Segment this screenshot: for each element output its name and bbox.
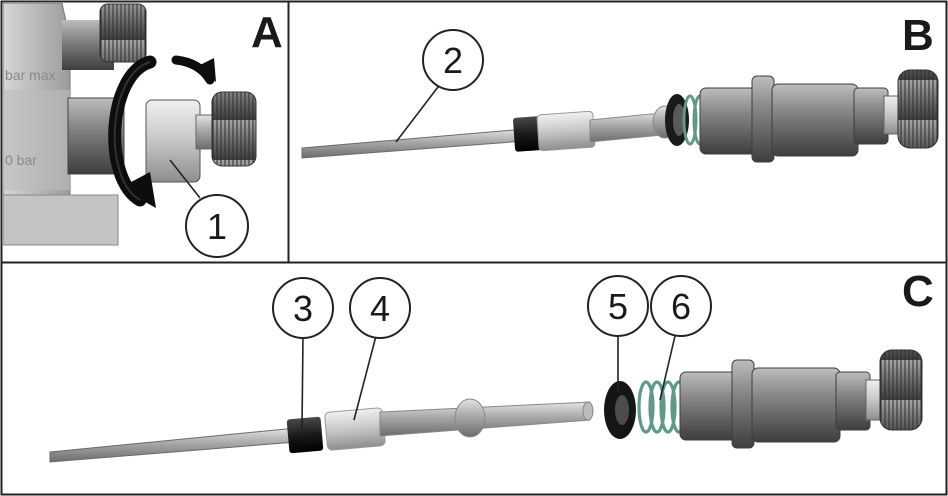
rod-2 [301,128,526,159]
callout-4-label: 4 [370,288,390,329]
shaft-end-c [582,401,594,421]
callout-5-circle [587,275,649,337]
upper-knob [99,3,147,63]
callout-1-label: 1 [207,206,227,247]
lower-nut [145,99,201,183]
panel-c-letter: C [902,267,934,316]
panel-a: bar max 0 bar 1 A [3,3,283,258]
seal-ring-5-hole [615,395,629,425]
callout-6-circle [650,275,712,337]
housing-lower [3,194,119,246]
callout-4-circle [349,277,411,339]
spring-6 [637,380,688,434]
callout-5-label: 5 [608,286,628,327]
housing-step [3,90,70,190]
knob-c [879,349,923,431]
panel-c: 3 4 5 6 C [49,267,934,463]
body-b-cap [853,87,889,145]
sleeve-b [536,110,596,152]
callout-3-label: 3 [293,288,313,329]
body-b-flange [751,75,775,163]
callout-1-circle [185,194,249,258]
knob-b [897,69,939,149]
engraving-bottom: 0 bar [5,152,37,168]
panel-a-letter: A [251,8,283,57]
leader-2 [395,86,439,143]
leader-3 [301,335,304,429]
body-c-flange [731,359,755,449]
rotate-arrow-icon [108,55,216,208]
leader-4 [353,335,377,421]
collar-3 [286,416,324,454]
panel-b: 2 B [301,11,939,163]
seal-ring-b-hole [673,104,685,136]
shaft-bulb-c [454,398,486,438]
engraving-top: bar max [5,67,56,83]
collar-black-b [513,116,541,152]
body-b-rear [771,83,859,157]
callout-2-circle [422,29,484,91]
callout-3-circle [272,277,334,339]
lower-knob [211,91,257,167]
body-c-rear [751,367,841,443]
panel-c-frame [0,261,948,496]
panel-b-letter: B [902,11,934,60]
body-c-cap [835,371,871,431]
callout-6-label: 6 [671,286,691,327]
leader-1 [169,159,201,199]
callout-2-label: 2 [443,40,463,81]
leader-6 [659,335,676,401]
rod-c [49,427,297,463]
